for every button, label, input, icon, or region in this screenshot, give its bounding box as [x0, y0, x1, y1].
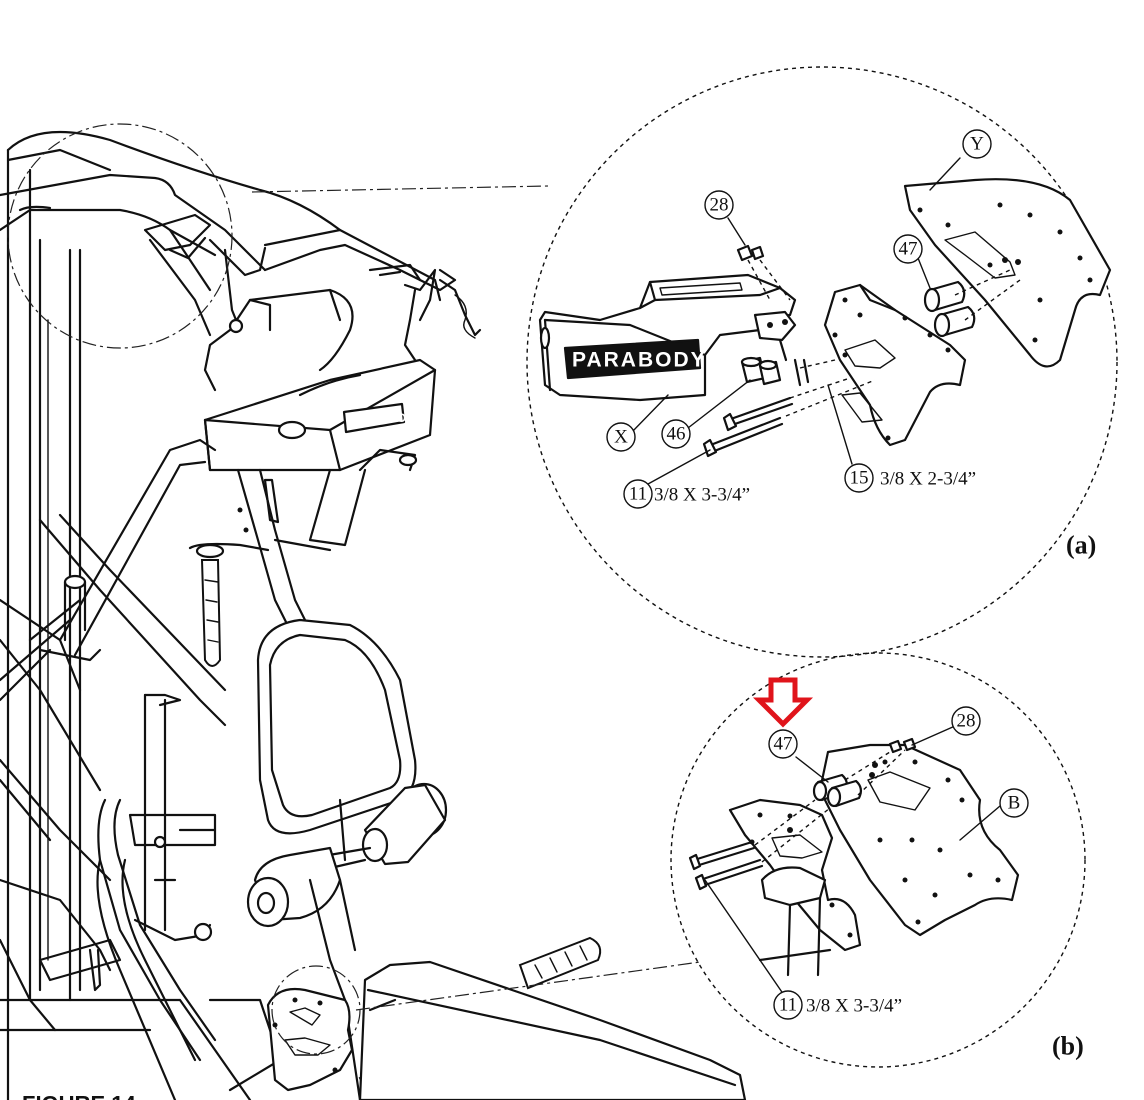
svg-text:X: X: [614, 427, 628, 448]
part-x-brand-text: PARABODY: [572, 349, 707, 372]
spec-11-a: 3/8 X 3-3/4”: [654, 485, 750, 506]
callout-47-b: 47: [768, 729, 798, 759]
pad-brand-text: PARABODY: [350, 411, 426, 425]
svg-text:47: 47: [774, 734, 793, 755]
part-y-plate: [903, 178, 1112, 368]
down-arrow-icon: [752, 677, 814, 728]
callout-b: B: [999, 788, 1029, 818]
svg-text:28: 28: [957, 711, 976, 732]
callout-11-b: 11: [773, 990, 803, 1020]
detail-a: PARABODY: [526, 66, 1118, 658]
svg-text:15: 15: [850, 468, 869, 489]
callout-47-a: 47: [893, 234, 923, 264]
detail-a-boundary: [526, 66, 1118, 658]
svg-text:46: 46: [667, 424, 686, 445]
svg-text:Y: Y: [970, 134, 984, 155]
callout-x: X: [606, 422, 636, 452]
figure-caption: FIGURE 14: [22, 1092, 136, 1100]
part-b-plate: [818, 743, 1020, 937]
detail-b: 47 28 B 11 3/8 X 3-3/4” (b): [670, 652, 1086, 1068]
callout-11-a: 11: [623, 479, 653, 509]
detail-b-boundary: [670, 652, 1086, 1068]
svg-text:28: 28: [710, 195, 729, 216]
svg-text:B: B: [1008, 793, 1021, 814]
spec-11-b: 3/8 X 3-3/4”: [806, 996, 902, 1017]
callout-y: Y: [962, 129, 992, 159]
machine-illustration: PARABODY: [0, 130, 747, 1100]
callout-28-a: 28: [704, 190, 734, 220]
callout-15: 15: [844, 463, 874, 493]
callout-46: 46: [661, 419, 691, 449]
svg-text:11: 11: [779, 995, 797, 1016]
panel-label-b: (b): [1052, 1032, 1084, 1061]
svg-text:47: 47: [899, 239, 918, 260]
zoom-circle-top: [7, 123, 233, 349]
svg-text:11: 11: [629, 484, 647, 505]
callout-28-b: 28: [951, 706, 981, 736]
panel-label-a: (a): [1066, 531, 1096, 560]
spec-15: 3/8 X 2-3/4”: [880, 469, 976, 490]
